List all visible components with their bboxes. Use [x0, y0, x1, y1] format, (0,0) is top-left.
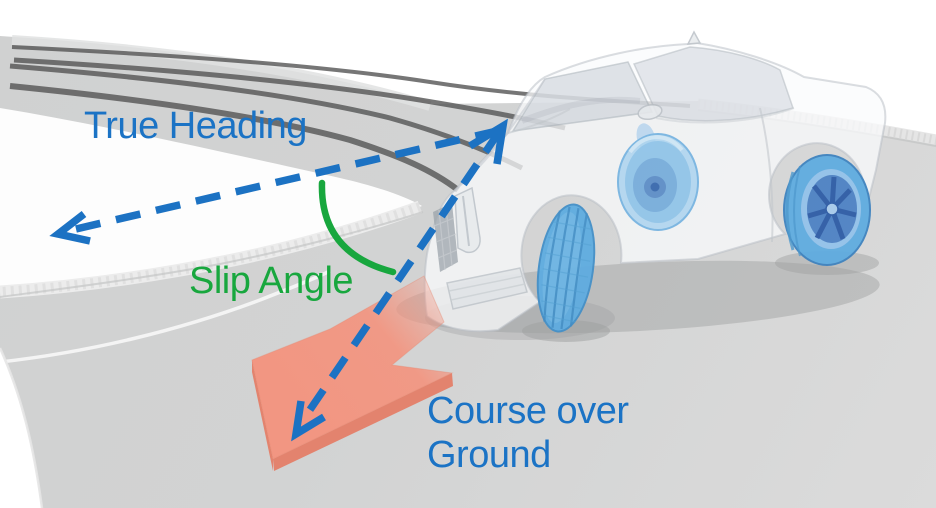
arrow-side-face	[273, 373, 453, 471]
car-interior-line	[520, 96, 641, 124]
course-arrowhead-bottom	[291, 400, 326, 442]
car-antenna-fin	[686, 30, 702, 45]
car-illustration	[423, 30, 887, 333]
car-lower-intake	[446, 267, 528, 310]
arrow-side-face	[252, 360, 273, 471]
car-headlight	[454, 186, 481, 254]
front-wheel	[536, 203, 596, 333]
true-heading-arrowhead	[49, 211, 91, 245]
car-grille	[433, 203, 458, 272]
car-side-window	[632, 46, 794, 122]
course-arrowhead-top	[468, 118, 508, 165]
car-headlight-strip	[462, 195, 470, 247]
true-heading-label: True Heading	[84, 105, 307, 147]
road-edge-line	[0, 269, 331, 364]
car-body-line	[507, 108, 571, 134]
slip-angle-label: Slip Angle	[189, 260, 353, 302]
island-curb-edge	[0, 211, 424, 298]
island-curb	[0, 200, 424, 299]
car-mirror	[637, 103, 663, 121]
course-label-line1: Course over	[427, 390, 629, 432]
course-label-line2: Ground	[427, 434, 551, 476]
slip-angle-arc	[318, 179, 397, 276]
rear-right-wheel	[783, 154, 871, 266]
car-door-seam	[759, 107, 774, 243]
car-grille-lines	[433, 206, 458, 271]
car-beltline	[655, 107, 795, 124]
true-heading-line	[75, 127, 498, 233]
road-corner-edge-line	[0, 347, 44, 508]
skid-mark	[9, 83, 460, 193]
car-intake-mesh	[448, 275, 526, 301]
course-over-ground-label: Course over Ground	[427, 390, 639, 476]
skid-mark	[13, 57, 566, 131]
rear-left-wheel	[617, 123, 699, 231]
course-line	[299, 129, 503, 423]
road-corner-edge	[0, 348, 42, 508]
